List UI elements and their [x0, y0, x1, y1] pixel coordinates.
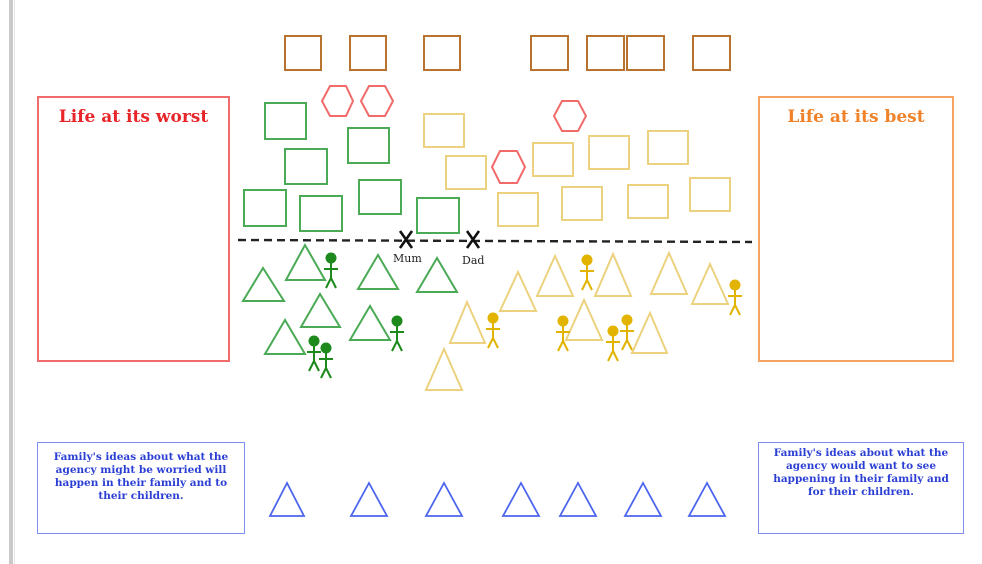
yellow-triangle	[424, 346, 464, 391]
green-stick-figure	[318, 341, 334, 379]
life-at-its-worst-title: Life at its worst	[58, 107, 209, 127]
mum-x-mark	[398, 230, 414, 249]
green-triangle	[415, 256, 459, 293]
green-rectangle	[299, 195, 343, 232]
blue-triangle	[268, 481, 306, 517]
left-margin-rule	[9, 0, 13, 564]
yellow-triangle	[564, 297, 604, 341]
green-triangle	[348, 304, 392, 341]
dashed-divider-line	[237, 238, 753, 244]
red-hexagon	[359, 85, 395, 117]
red-hexagon	[552, 100, 588, 132]
yellow-stick-figure	[579, 253, 595, 291]
brown-square	[423, 35, 461, 71]
yellow-rectangle	[689, 177, 731, 212]
yellow-rectangle	[445, 155, 487, 190]
agency-worried-note: Family's ideas about what the agency mig…	[37, 442, 245, 534]
brown-square	[626, 35, 665, 71]
yellow-triangle	[593, 251, 633, 297]
yellow-rectangle	[627, 184, 669, 219]
green-rectangles	[243, 102, 460, 234]
green-rectangle	[264, 102, 307, 140]
x-marks	[398, 230, 481, 249]
yellow-triangle	[649, 250, 689, 295]
brown-square	[586, 35, 625, 71]
blue-triangle	[687, 481, 727, 517]
brown-square	[530, 35, 569, 71]
yellow-triangle	[448, 299, 487, 344]
yellow-triangle	[535, 253, 575, 297]
yellow-stick-figure	[619, 313, 635, 351]
brown-square	[349, 35, 387, 71]
yellow-rectangle	[647, 130, 689, 165]
yellow-rectangles	[423, 113, 731, 227]
blue-triangles	[268, 481, 727, 517]
dad-x-mark	[465, 230, 481, 249]
green-rectangle	[416, 197, 460, 234]
yellow-triangle	[630, 310, 669, 354]
green-stick-figure	[323, 251, 339, 289]
green-triangle	[241, 266, 286, 302]
yellow-stick-figure	[727, 278, 743, 316]
yellow-stick-figure	[485, 311, 501, 349]
yellow-rectangle	[497, 192, 539, 227]
yellow-triangle	[690, 261, 730, 305]
blue-triangle	[349, 481, 389, 517]
mum-label: Mum	[393, 252, 422, 265]
yellow-stick-figure	[555, 314, 571, 352]
green-triangle	[299, 292, 342, 328]
green-stick-figure	[389, 314, 405, 352]
green-rectangle	[243, 189, 287, 227]
red-hexagons	[320, 85, 588, 184]
green-stick-figures	[306, 251, 405, 379]
brown-square	[284, 35, 322, 71]
left-margin-rule-light	[14, 0, 15, 564]
brown-square	[692, 35, 731, 71]
red-hexagon	[490, 150, 527, 184]
green-triangle	[284, 242, 327, 281]
green-rectangle	[284, 148, 328, 185]
yellow-triangle	[498, 269, 538, 312]
green-triangle	[356, 253, 400, 290]
brown-squares	[284, 35, 731, 71]
life-at-its-best-title: Life at its best	[787, 107, 925, 127]
green-rectangle	[358, 179, 402, 215]
blue-triangle	[623, 481, 663, 517]
yellow-rectangle	[423, 113, 465, 148]
agency-want-note: Family's ideas about what the agency wou…	[758, 442, 964, 534]
green-stick-figure	[306, 334, 322, 372]
green-triangles	[241, 242, 459, 355]
yellow-rectangle	[561, 186, 603, 221]
yellow-stick-figure	[605, 324, 621, 362]
red-hexagon	[320, 85, 355, 117]
life-at-its-best-panel: Life at its best	[758, 96, 954, 362]
green-rectangle	[347, 127, 390, 164]
yellow-triangles	[424, 250, 730, 391]
blue-triangle	[558, 481, 598, 517]
yellow-rectangle	[532, 142, 574, 177]
green-triangle	[263, 318, 307, 355]
dad-label: Dad	[462, 254, 485, 267]
yellow-stick-figures	[485, 253, 743, 362]
blue-triangle	[424, 481, 464, 517]
yellow-rectangle	[588, 135, 630, 170]
life-at-its-worst-panel: Life at its worst	[37, 96, 230, 362]
blue-triangle	[501, 481, 541, 517]
